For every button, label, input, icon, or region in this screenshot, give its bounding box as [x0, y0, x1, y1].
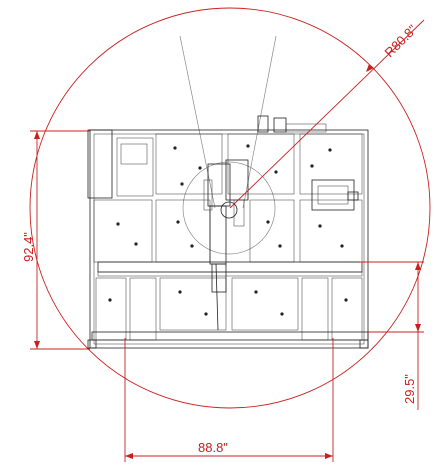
- reach-envelope-circle: [29, 7, 431, 409]
- width-label: 88.8": [198, 440, 228, 455]
- height-dimension: 92.4": [21, 130, 90, 350]
- width-dimension: 88.8": [124, 338, 334, 462]
- radius-label: R80.8": [382, 21, 421, 60]
- offset-dimension: 29.5": [360, 261, 424, 410]
- offset-label: 29.5": [402, 374, 417, 404]
- height-label: 92.4": [21, 232, 36, 262]
- reach-limit-lines: [179, 35, 277, 255]
- machine-footprint: [87, 115, 369, 349]
